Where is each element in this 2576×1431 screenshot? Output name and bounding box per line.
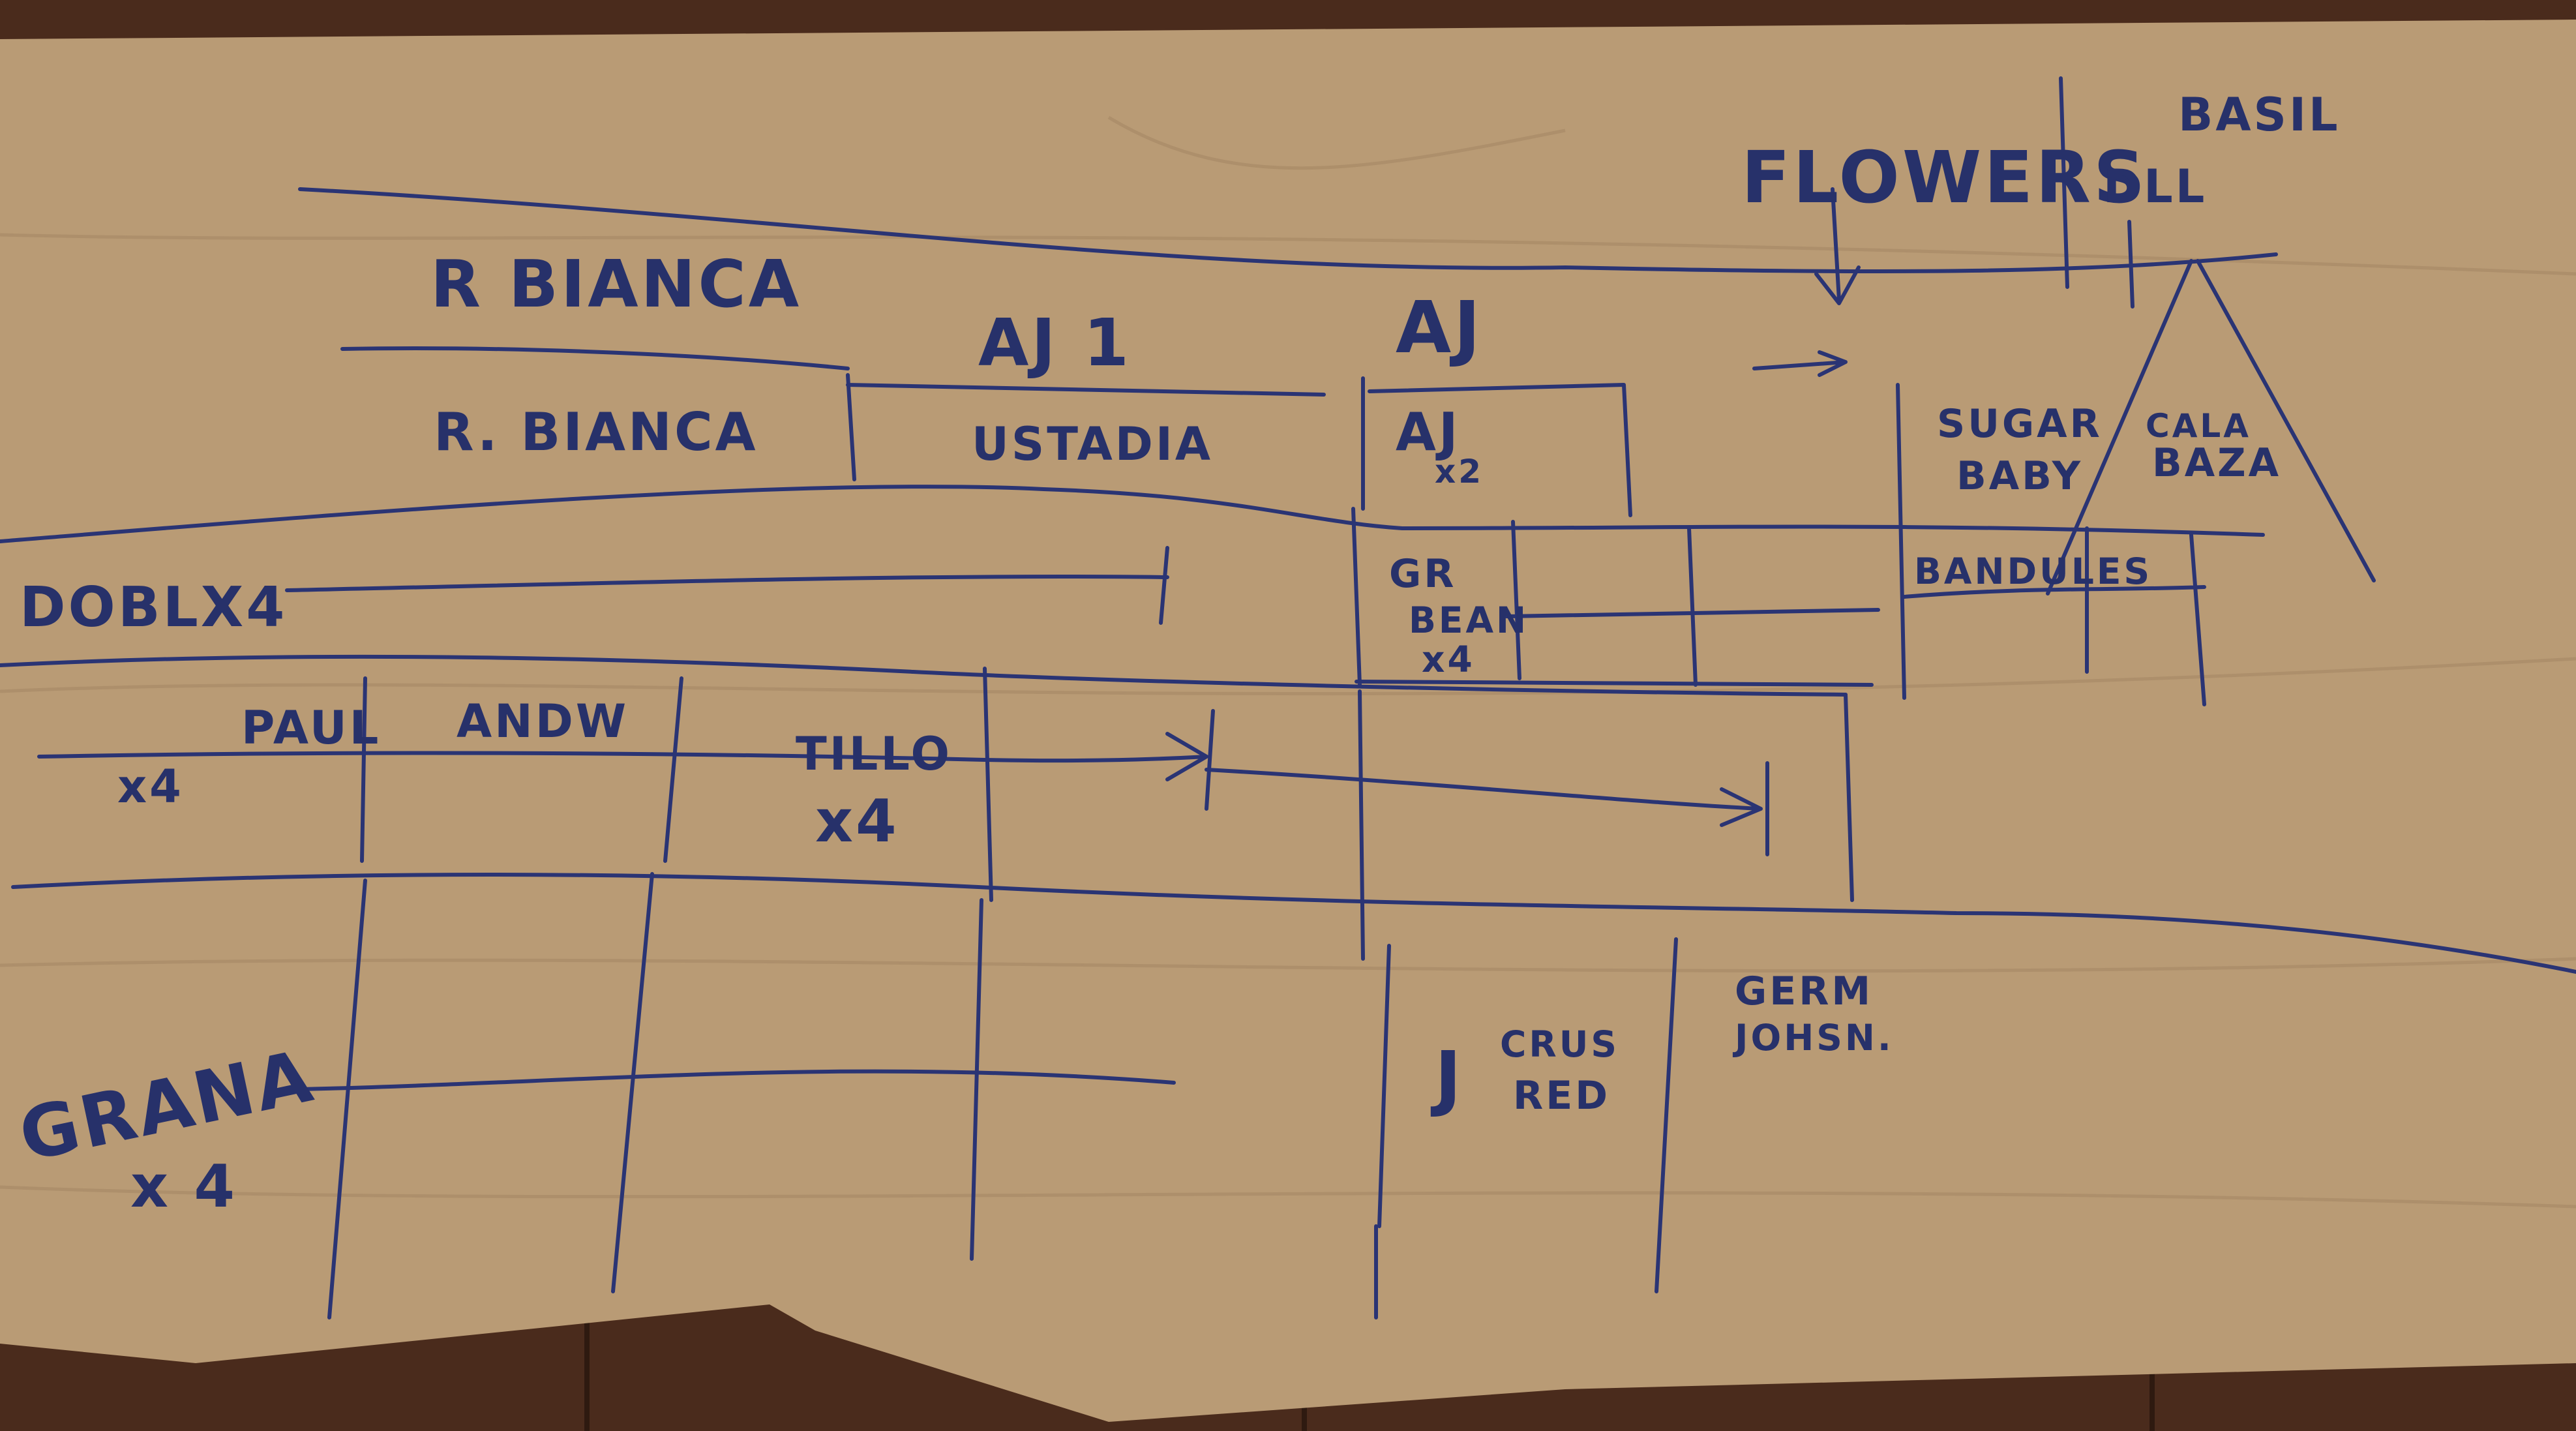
label-aji-1: AJ 1 [978,305,1131,381]
row3-divider-3 [983,667,993,902]
label-ustadia: USTADIA [972,417,1213,471]
label-flowers: FLOWERS [1741,136,2148,219]
flowers-arrow [1814,187,1861,305]
aji-arrow-line [1752,350,1848,377]
row3-arrow-2 [1205,761,1769,856]
top-row-line [298,187,2278,273]
ustadia-box [846,373,1326,481]
label-sugar-baby-2: BABY [1956,453,2083,499]
label-x2: x2 [1435,453,1484,490]
label-german-1: GERM [1735,969,1873,1014]
label-calabaza-2: BAZA [2152,440,2281,486]
row3-arrow-1 [37,732,1208,781]
label-gr-bean-2: BEAN [1409,599,1529,641]
label-gr-bean-1: GR [1389,551,1456,597]
label-j-crus-1: J [1430,1036,1464,1119]
label-aji-top: AJ [1396,286,1483,369]
basil-divider [2059,76,2069,289]
label-sugar-baby-1: SUGAR [1937,401,2103,447]
row3-divider-2 [663,676,683,863]
gr-bean-grid [1351,507,1880,687]
row3-top-line [0,654,1848,697]
label-calabaza-1: CALA [2146,407,2251,445]
dill-divider [2127,220,2134,309]
label-r-bianca-2: R. BIANCA [434,402,758,462]
lower-divider-5 [1655,937,1678,1293]
label-x4-grana: x 4 [130,1152,237,1221]
row3-right-edge [1844,693,1854,902]
row3-divider-1 [360,676,367,863]
label-r-bianca-top: R BIANCA [430,246,801,322]
aji-box [1361,376,1632,517]
plan-lines [0,76,2576,1319]
label-dill: DLL [2103,160,2207,213]
label-x4-left: x4 [117,760,184,813]
label-doblx4: DOBLX4 [20,575,287,640]
calabaza-teepee [2046,259,2376,595]
label-german-2: JOHSN. [1732,1017,1894,1059]
label-j-crus-3: RED [1513,1073,1610,1119]
kraft-paper [0,20,2576,1422]
label-x4-mid: x4 [815,787,899,856]
paper-creases [0,115,2576,1209]
label-j-crus-2: CRUS [1500,1023,1619,1065]
r-bianca-underline [340,346,850,370]
label-bandules: BANDULES [1914,550,2152,592]
label-andw: ANDW [457,695,629,748]
label-tillo: TILLO [796,727,952,781]
label-basil: BASIL [2178,88,2341,142]
doblx4-arrow [285,546,1169,625]
row2-bottom-line [0,485,2265,543]
lower-divider-1 [327,879,367,1319]
lower-divider-3 [970,898,983,1261]
label-aji-x2: AJ [1396,402,1461,462]
sugar-baby-box [1896,383,2206,706]
row3-marker [1205,709,1215,811]
label-gr-bean-3: x4 [1422,639,1475,680]
grana-row-line [298,1069,1176,1091]
label-paul: PAUL [241,701,381,755]
row3-bottom-line [11,873,2576,974]
row3-divider-4 [1358,689,1365,961]
lower-divider-4 [1377,944,1391,1228]
lower-divider-2 [611,872,654,1293]
